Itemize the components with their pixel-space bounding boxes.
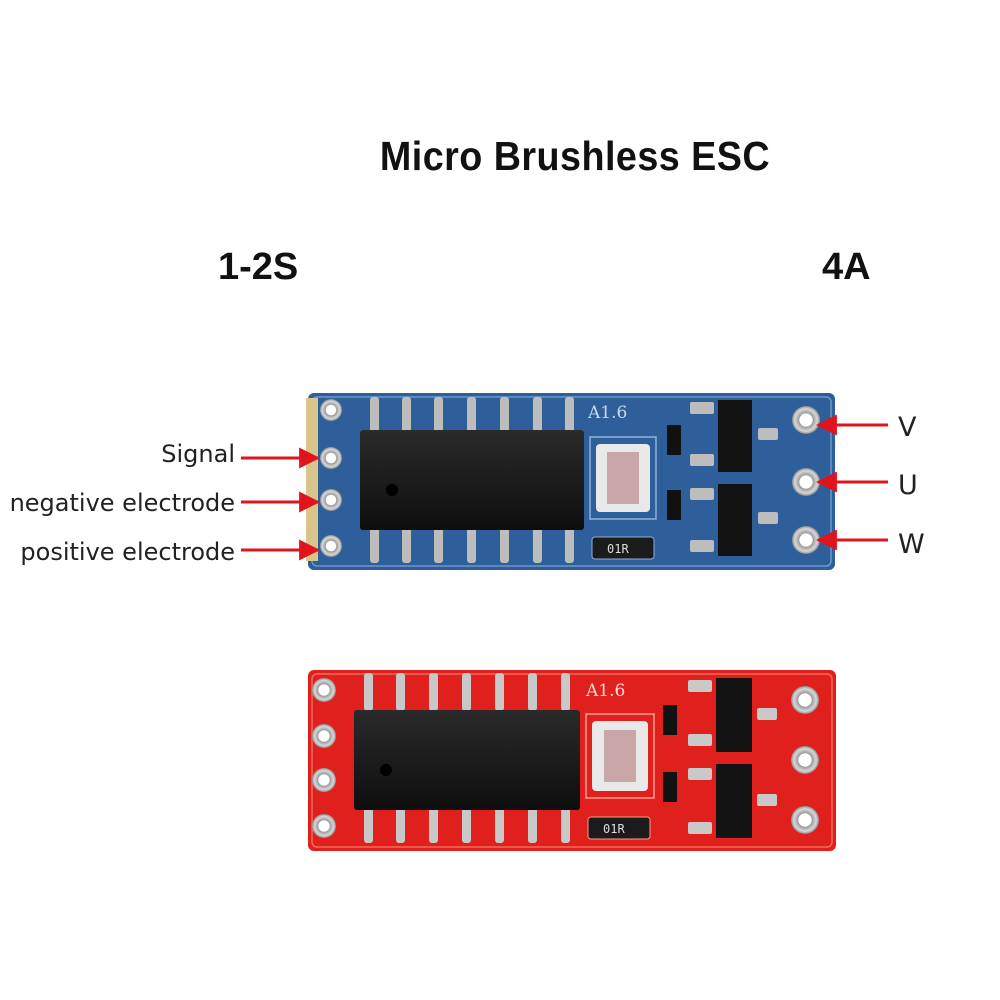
negative-electrode-label: negative electrode <box>9 489 235 517</box>
red-left-pads <box>312 678 336 838</box>
u-phase-label: U <box>898 470 918 501</box>
signal-label: Signal <box>161 440 235 468</box>
callout-arrows <box>241 414 888 561</box>
current-spec: 4A <box>822 246 871 288</box>
product-title: Micro Brushless ESC <box>379 133 771 179</box>
w-phase-label: W <box>898 529 925 560</box>
red-esc-board: A1.6 01R <box>308 670 836 851</box>
blue-resistor-text: 01R <box>607 542 629 556</box>
voltage-spec: 1-2S <box>218 246 299 288</box>
blue-esc-board: A1.6 01R <box>306 393 835 570</box>
blue-silkscreen-text: A1.6 <box>587 403 627 423</box>
v-phase-label: V <box>898 412 917 443</box>
red-silkscreen-text: A1.6 <box>585 681 625 701</box>
red-motor-pads <box>791 686 819 834</box>
positive-electrode-label: positive electrode <box>20 538 235 566</box>
red-resistor-text: 01R <box>603 822 625 836</box>
blue-motor-pads <box>792 406 820 554</box>
blue-left-pads <box>320 399 342 557</box>
